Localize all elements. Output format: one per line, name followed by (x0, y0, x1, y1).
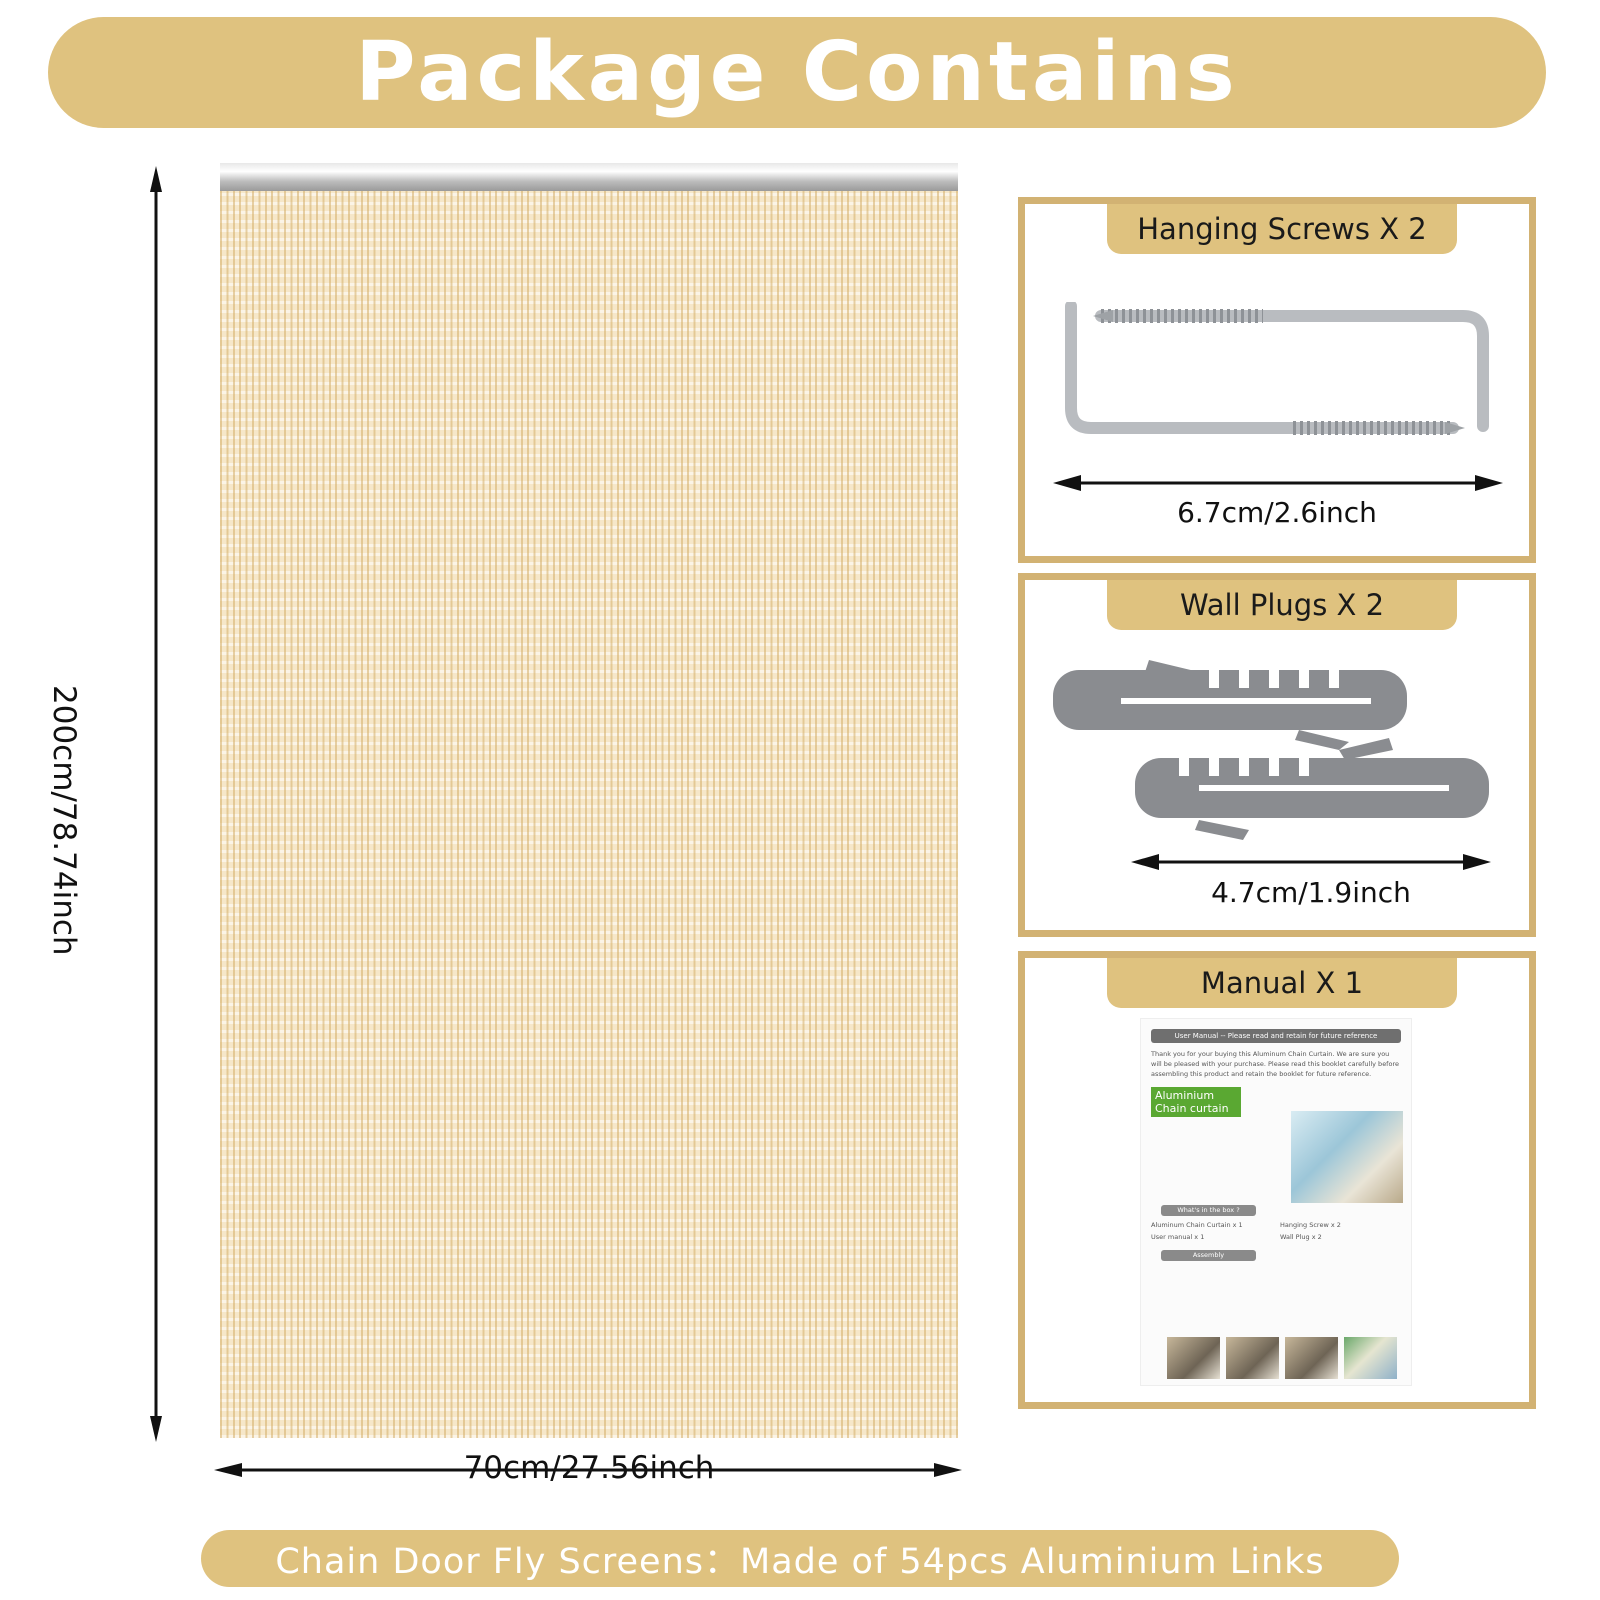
manual-header: User Manual -- Please read and retain fo… (1151, 1029, 1401, 1043)
hanging-screws-title: Hanging Screws X 2 (1107, 204, 1457, 254)
footer-banner: Chain Door Fly Screens：Made of 54pcs Alu… (201, 1530, 1399, 1587)
manual-badge: Aluminium Chain curtain (1151, 1087, 1241, 1117)
manual-product-photo (1291, 1111, 1403, 1203)
page-title: Package Contains (355, 24, 1239, 120)
manual-box-item: User manual x 1 (1151, 1233, 1205, 1241)
manual-box-item: Hanging Screw x 2 (1280, 1221, 1341, 1229)
curtain-width-label: 70cm/27.56inch (463, 1450, 715, 1486)
width-arrow-icon (214, 1463, 962, 1477)
title-banner: Package Contains (48, 17, 1546, 128)
plug-dimension-arrow-icon (1131, 854, 1491, 870)
curtain-chains (220, 191, 958, 1438)
screw-dimension-label: 6.7cm/2.6inch (1177, 496, 1377, 529)
chain-curtain-image (220, 163, 958, 1440)
footer-text: Chain Door Fly Screens：Made of 54pcs Alu… (275, 1542, 1325, 1582)
manual-image: User Manual -- Please read and retain fo… (1140, 1018, 1412, 1386)
manual-step-photo (1285, 1337, 1338, 1379)
wall-plug-icon (1053, 660, 1489, 840)
manual-whats-in-box: What's in the box ? (1161, 1205, 1256, 1216)
wall-plugs-title: Wall Plugs X 2 (1107, 580, 1457, 630)
wall-plugs-panel: Wall Plugs X 2 4.7cm/1.9inch (1018, 573, 1536, 937)
manual-step-photo (1344, 1337, 1397, 1379)
hanging-screws-panel: Hanging Screws X 2 6.7cm/2.6inch (1018, 197, 1536, 563)
manual-box-item: Aluminum Chain Curtain x 1 (1151, 1221, 1243, 1229)
manual-box-list: Aluminum Chain Curtain x 1 Hanging Screw… (1151, 1220, 1401, 1242)
manual-box-item: Wall Plug x 2 (1280, 1233, 1322, 1241)
screw-dimension-arrow-icon (1053, 475, 1503, 491)
curtain-rail (220, 163, 958, 191)
height-arrow-icon (150, 166, 162, 1442)
manual-photos (1167, 1337, 1397, 1379)
hanging-screw-icon (1065, 302, 1489, 435)
manual-title: Manual X 1 (1107, 958, 1457, 1008)
manual-intro: Thank you for your buying this Aluminum … (1151, 1050, 1399, 1078)
plug-dimension-label: 4.7cm/1.9inch (1211, 876, 1411, 909)
manual-step-photo (1226, 1337, 1279, 1379)
curtain-height-label: 200cm/78.74inch (46, 685, 82, 956)
manual-assembly: Assembly (1161, 1250, 1256, 1261)
manual-step-photo (1167, 1337, 1220, 1379)
